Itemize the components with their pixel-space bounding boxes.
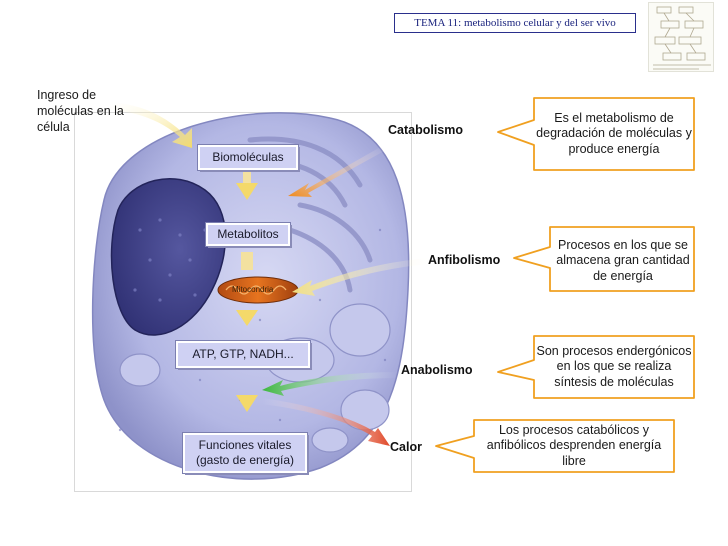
label-catabolismo: Catabolismo bbox=[388, 123, 464, 137]
intro-text: Ingreso de moléculas en la célula bbox=[37, 88, 124, 134]
label-calor: Calor bbox=[390, 440, 422, 454]
step-biomoleculas: Biomoléculas bbox=[198, 145, 298, 170]
callout-calor: Los procesos catabólicos y anfibólicos d… bbox=[486, 422, 662, 468]
label-anabolismo: Anabolismo bbox=[401, 363, 473, 377]
label-anfibolismo: Anfibolismo bbox=[428, 253, 501, 267]
callout-catabolismo: Es el metabolismo de degradación de molé… bbox=[536, 110, 692, 156]
step-metabolitos: Metabolitos bbox=[206, 223, 290, 246]
mitochondrion-label: Mitocondria bbox=[232, 285, 274, 294]
mitochondrion-icon bbox=[217, 276, 299, 304]
slide-thumbnail-icon bbox=[648, 2, 714, 72]
callout-anfibolismo: Procesos en los que se almacena gran can… bbox=[556, 237, 690, 283]
step-funciones-vitales: Funciones vitales (gasto de energía) bbox=[183, 433, 307, 473]
step-atp: ATP, GTP, NADH... bbox=[176, 341, 310, 368]
topic-banner: TEMA 11: metabolismo celular y del ser v… bbox=[394, 13, 636, 33]
callout-anabolismo: Son procesos endergónicos en los que se … bbox=[536, 343, 692, 389]
